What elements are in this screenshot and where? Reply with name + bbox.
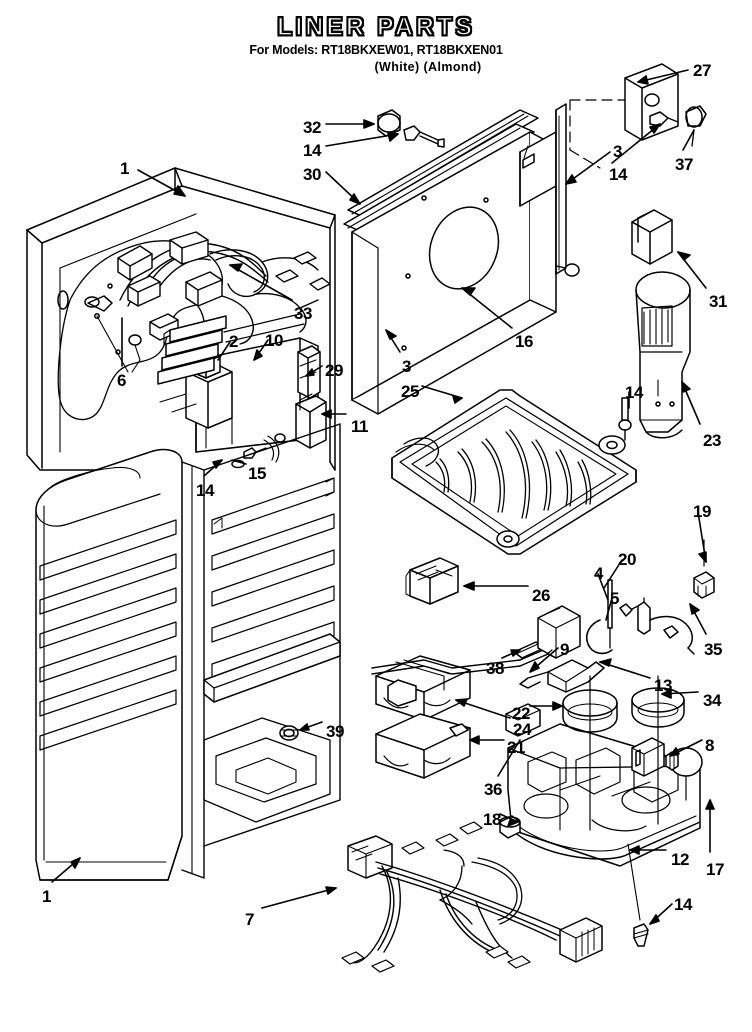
callout-number-20: 20 bbox=[618, 550, 636, 569]
grommet-39 bbox=[279, 725, 299, 741]
leader-lines bbox=[51, 69, 715, 925]
callout-number-21: 21 bbox=[507, 738, 525, 757]
callout-number-1: 1 bbox=[120, 159, 129, 178]
callout-number-23: 23 bbox=[703, 431, 721, 450]
callout-number-10: 10 bbox=[265, 331, 283, 350]
module-26 bbox=[405, 557, 459, 605]
callout-number-19: 19 bbox=[693, 502, 711, 521]
callout-number-38: 38 bbox=[486, 659, 504, 678]
damper-control-assembly bbox=[157, 313, 327, 469]
icemaker-upper-parts bbox=[519, 539, 715, 831]
callout-number-17: 17 bbox=[706, 860, 724, 879]
lower-liner-shell bbox=[35, 423, 341, 881]
callout-number-35: 35 bbox=[704, 640, 722, 659]
callout-number-14: 14 bbox=[625, 383, 643, 402]
callout-number-12: 12 bbox=[671, 850, 689, 869]
callout-number-31: 31 bbox=[709, 292, 727, 311]
callout-number-36: 36 bbox=[484, 780, 502, 799]
callout-number-27: 27 bbox=[693, 61, 711, 80]
bottom-wire-harness bbox=[341, 821, 649, 973]
callout-number-29: 29 bbox=[325, 361, 343, 380]
callout-number-14: 14 bbox=[196, 481, 214, 500]
callout-number-9: 9 bbox=[560, 640, 569, 659]
callout-number-1: 1 bbox=[42, 887, 51, 906]
drip-tray-25 bbox=[391, 389, 637, 555]
rear-panel-assembly bbox=[343, 109, 557, 415]
bracket-27-plug-37 bbox=[624, 63, 707, 147]
air-duct-tower bbox=[631, 209, 691, 439]
callout-number-13: 13 bbox=[654, 676, 672, 695]
callout-number-39: 39 bbox=[326, 722, 344, 741]
callout-number-18: 18 bbox=[483, 810, 501, 829]
upper-liner-shell bbox=[26, 167, 336, 471]
callout-number-14: 14 bbox=[609, 165, 627, 184]
callout-number-26: 26 bbox=[532, 586, 550, 605]
callout-number-3: 3 bbox=[402, 357, 411, 376]
callout-number-37: 37 bbox=[675, 155, 693, 174]
callout-number-11: 11 bbox=[351, 417, 368, 436]
icemaker-base-12 bbox=[499, 703, 703, 867]
vertical-rail-3 bbox=[555, 99, 679, 277]
callout-number-14: 14 bbox=[674, 895, 692, 914]
callout-number-14: 14 bbox=[303, 141, 321, 160]
callout-number-7: 7 bbox=[245, 910, 254, 929]
callout-number-30: 30 bbox=[303, 165, 321, 184]
callout-number-34: 34 bbox=[703, 691, 721, 710]
callout-number-4: 4 bbox=[594, 564, 603, 583]
callout-number-3: 3 bbox=[613, 142, 622, 161]
callout-number-6: 6 bbox=[117, 371, 126, 390]
callout-number-15: 15 bbox=[248, 464, 266, 483]
callout-number-2: 2 bbox=[229, 332, 238, 351]
callout-number-8: 8 bbox=[705, 736, 714, 755]
callout-number-24: 24 bbox=[513, 720, 531, 739]
callout-number-25: 25 bbox=[401, 382, 419, 401]
callout-number-32: 32 bbox=[303, 118, 321, 137]
callout-number-16: 16 bbox=[515, 332, 533, 351]
upper-wire-harness bbox=[117, 231, 331, 365]
fasteners-top bbox=[377, 109, 445, 148]
callout-number-5: 5 bbox=[610, 589, 619, 608]
callout-number-33: 33 bbox=[294, 304, 312, 323]
callout-number-22: 22 bbox=[512, 704, 530, 723]
drawer-trim-24-21 bbox=[371, 641, 557, 779]
